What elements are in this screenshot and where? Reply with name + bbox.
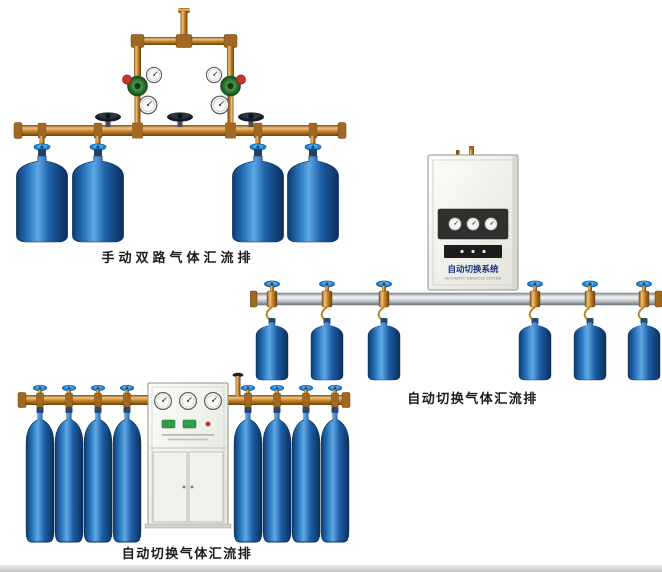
pressure-gauge — [205, 66, 223, 84]
riser-valve — [232, 372, 244, 396]
gas-cylinder — [234, 385, 262, 542]
pressure-gauge — [138, 95, 158, 115]
pressure-gauge — [484, 217, 498, 231]
product-caption-auto-switch-bottom: 自动切换气体汇流排 — [121, 546, 253, 561]
pressure-gauge — [179, 392, 197, 410]
pressure-gauge — [466, 217, 480, 231]
gas-cylinder — [73, 123, 124, 242]
gas-cylinder — [17, 123, 68, 242]
label-line — [168, 438, 208, 441]
indicator-light — [205, 421, 211, 427]
product-caption-manual-dual: 手动双路气体汇流排 — [101, 250, 255, 265]
pressure-gauge — [210, 95, 230, 115]
gas-cylinder — [263, 385, 291, 542]
gas-cylinder — [292, 385, 320, 542]
manifold-pipe — [250, 290, 662, 308]
cabinet-subtitle: AUTOMATIC MANIFOLD SYSTEM — [445, 277, 501, 281]
door-handle — [182, 485, 186, 489]
gas-cylinder — [55, 385, 83, 542]
bottom-border — [0, 565, 662, 572]
pressure-gauge — [154, 392, 172, 410]
product-caption-auto-switch-right: 自动切换气体汇流排 — [407, 391, 538, 406]
control-cabinet — [144, 382, 232, 529]
pressure-gauge — [204, 392, 222, 410]
cabinet-title: 自动切换系统 — [447, 264, 499, 274]
door-handle — [190, 485, 194, 489]
gas-cylinder — [26, 385, 54, 542]
control-cabinet: 自动切换系统 AUTOMATIC MANIFOLD SYSTEM — [427, 146, 519, 291]
auto-switch-cabinet-manifold-illustration — [17, 372, 351, 562]
indicator-button — [161, 419, 176, 429]
label-line — [162, 434, 214, 436]
indicator-light — [482, 249, 486, 254]
cabinet-door — [188, 451, 224, 523]
gas-cylinder — [84, 385, 112, 542]
valve-handwheel — [167, 112, 193, 127]
manual-dual-manifold-illustration — [13, 8, 347, 246]
indicator-light — [460, 249, 464, 254]
pressure-gauge — [145, 66, 163, 84]
indicator-light — [471, 249, 475, 254]
pressure-gauge — [448, 217, 462, 231]
gas-cylinder — [113, 385, 141, 542]
cabinet-door — [152, 451, 188, 523]
auto-switch-manifold-illustration: 自动切换系统 AUTOMATIC MANIFOLD SYSTEM — [250, 146, 662, 386]
top-header-pipes — [130, 8, 238, 76]
indicator-button — [182, 419, 197, 429]
gas-cylinder — [321, 385, 349, 542]
